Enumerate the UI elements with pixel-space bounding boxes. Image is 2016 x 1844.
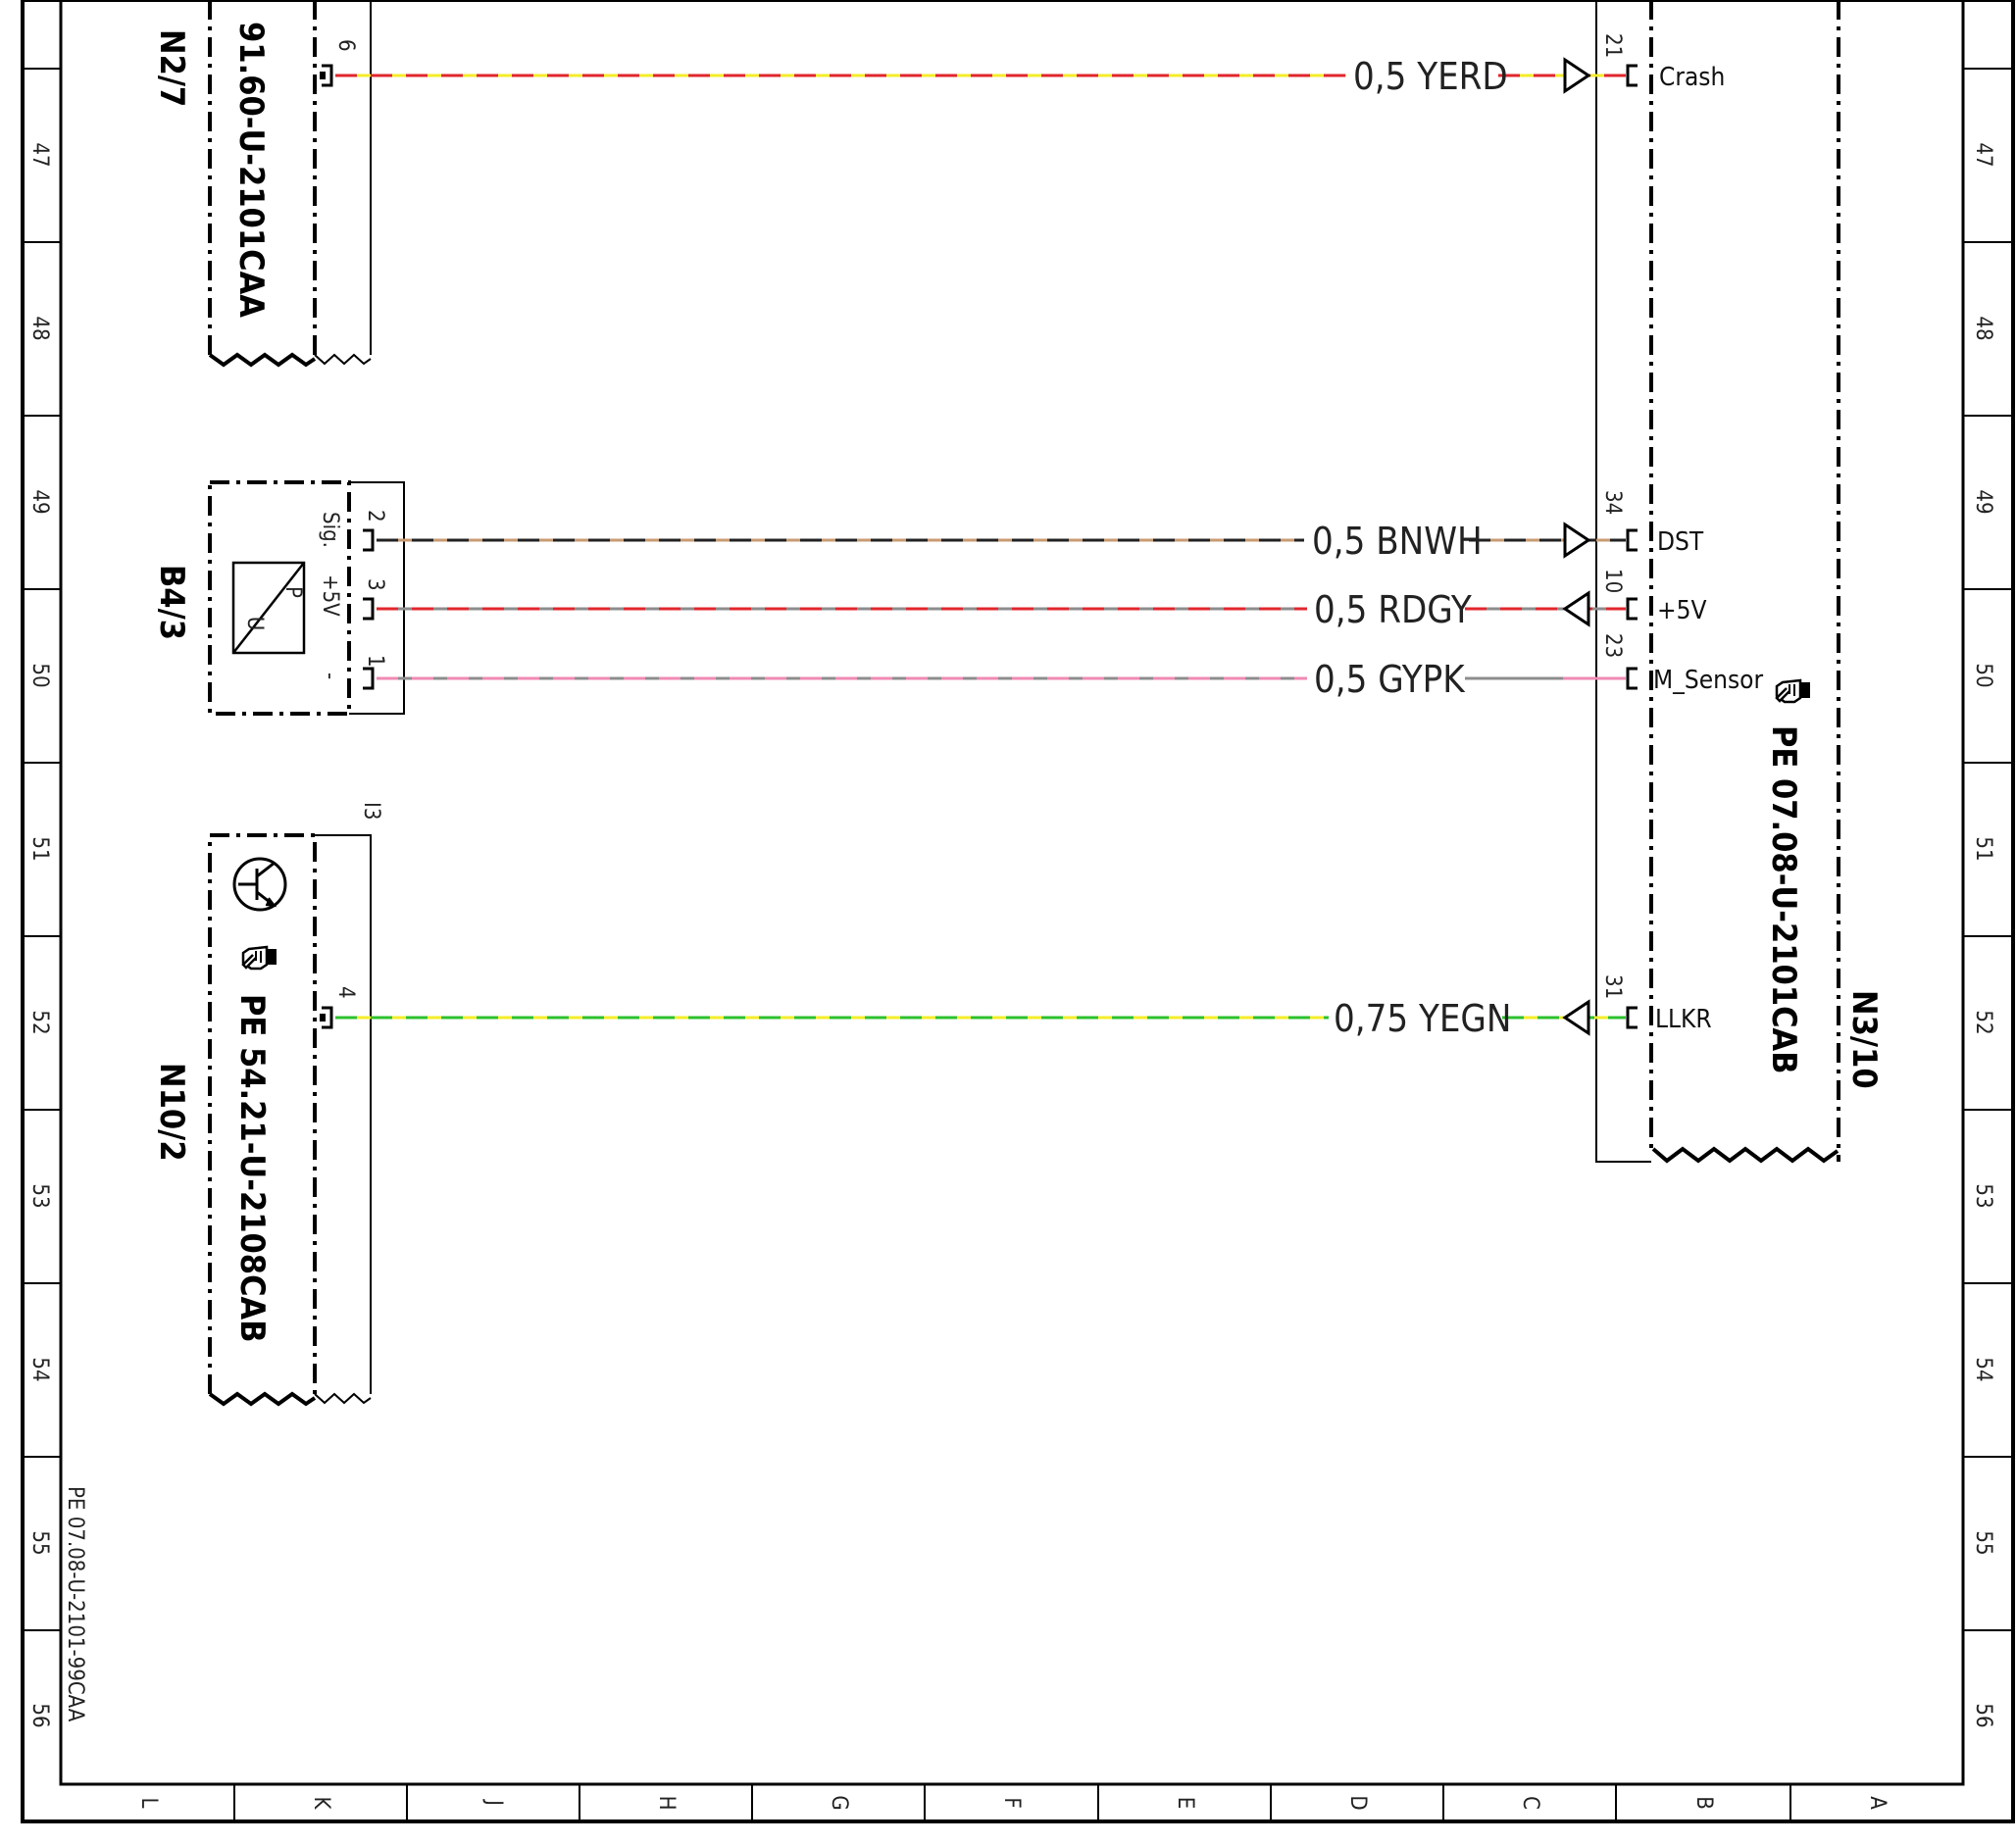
pin-number: 23 [1600,633,1625,658]
component-reference: 91.60-U-2101CAA [231,22,271,318]
footer-reference: PE 07.08-U-2101-99CAA [63,1486,87,1722]
component-n2-7[interactable]: N2/7 91.60-U-2101CAA [152,0,372,368]
bottom-column-ruler: L K J H G F E D C B A [136,1795,1890,1810]
wire-label: 0,5 BNWH [1312,520,1483,563]
pin-number: 6 [333,39,358,52]
row-number: 52 [27,1010,52,1034]
sensor-u-label: U [242,617,267,631]
wire-bnwh[interactable]: 0,5 BNWH 2 34 DST [363,490,1704,563]
row-number: 53 [1971,1183,1995,1208]
pressure-sensor-icon: P U [231,561,306,655]
component-n10-2[interactable]: I3 PE 54.21-U-2108CAB N10/2 [152,802,383,1407]
left-row-ruler: 47 48 49 50 51 52 53 54 55 56 [27,142,52,1727]
row-number: 48 [27,316,52,340]
component-name: N10/2 [152,1063,191,1162]
arrow-left-icon [1562,590,1590,627]
component-b4-3[interactable]: P U Sig. +5V - B4/3 [152,480,405,716]
row-number: 50 [27,663,52,687]
transistor-icon [232,857,287,912]
column-letter: L [136,1797,161,1808]
reference-hand-icon [241,945,278,971]
pin-number: 1 [363,655,387,668]
signal-label: M_Sensor [1653,666,1763,695]
right-row-ruler: 47 48 49 50 51 52 53 54 55 56 [1971,142,1995,1727]
signal-label: DST [1657,527,1704,557]
minus-label: - [318,673,342,679]
pin-number: 21 [1600,33,1625,58]
wire-group: 0,5 YERD 6 21 Crash 0,5 BNWH 2 34 DST [320,33,1763,1040]
pin-number: 3 [363,578,387,591]
wire-label: 0,75 YEGN [1334,997,1511,1040]
column-letter: E [1173,1797,1197,1810]
row-number: 52 [1971,1010,1995,1034]
connector-label: I3 [359,802,383,820]
reference-hand-icon [1775,678,1812,704]
wire-yerd[interactable]: 0,5 YERD 6 21 Crash [320,33,1725,98]
row-number: 56 [27,1703,52,1727]
drawing-frame [21,0,2015,1823]
arrow-right-icon [1563,57,1591,94]
row-number: 55 [27,1530,52,1555]
row-number: 48 [1971,316,1995,340]
pin-number: 31 [1600,974,1625,999]
component-reference: PE 54.21-U-2108CAB [232,994,272,1343]
wire-gypk[interactable]: 0,5 GYPK 1 23 M_Sensor [363,633,1763,701]
column-letter: C [1518,1796,1542,1810]
sig-label: Sig. [318,512,342,548]
row-number: 50 [1971,663,1995,687]
pin-number: 4 [333,986,358,999]
column-letter: G [827,1795,851,1810]
sensor-p-label: P [280,586,305,598]
column-letter: D [1345,1795,1370,1810]
pin-number: 34 [1600,490,1625,515]
row-number: 53 [27,1183,52,1208]
component-name: N3/10 [1844,990,1884,1089]
wire-label: 0,5 RDGY [1314,588,1472,631]
column-letter: B [1691,1796,1716,1810]
plus5v-label: +5V [318,574,342,617]
signal-label: LLKR [1655,1005,1712,1034]
row-number: 54 [1971,1357,1995,1381]
row-number: 56 [1971,1703,1995,1727]
row-number: 54 [27,1357,52,1381]
row-number: 47 [1971,142,1995,167]
column-letter: J [481,1798,506,1806]
pin-number: 10 [1600,569,1625,593]
wire-label: 0,5 YERD [1353,55,1508,98]
column-letter: K [309,1797,333,1811]
component-n3-10[interactable]: PE 07.08-U-2101CAB N3/10 [1595,0,1884,1164]
component-name: B4/3 [152,565,191,640]
wire-yegn[interactable]: 0,75 YEGN 4 31 LLKR [320,974,1712,1040]
component-reference: PE 07.08-U-2101CAB [1764,725,1803,1074]
signal-label: +5V [1657,596,1706,625]
wire-label: 0,5 GYPK [1314,658,1466,701]
row-number: 49 [1971,489,1995,514]
signal-label: Crash [1659,63,1725,92]
row-number: 51 [27,836,52,861]
column-letter: H [654,1796,679,1811]
row-number: 49 [27,489,52,514]
row-number: 55 [1971,1530,1995,1555]
column-letter: F [999,1797,1024,1808]
row-number: 51 [1971,836,1995,861]
pin-number: 2 [363,510,387,523]
wire-rdgy[interactable]: 0,5 RDGY 3 10 +5V [363,569,1706,631]
column-letter: A [1865,1796,1890,1810]
arrow-right-icon [1563,522,1591,559]
row-number: 47 [27,142,52,167]
arrow-left-icon [1562,999,1590,1036]
component-name: N2/7 [152,29,191,107]
